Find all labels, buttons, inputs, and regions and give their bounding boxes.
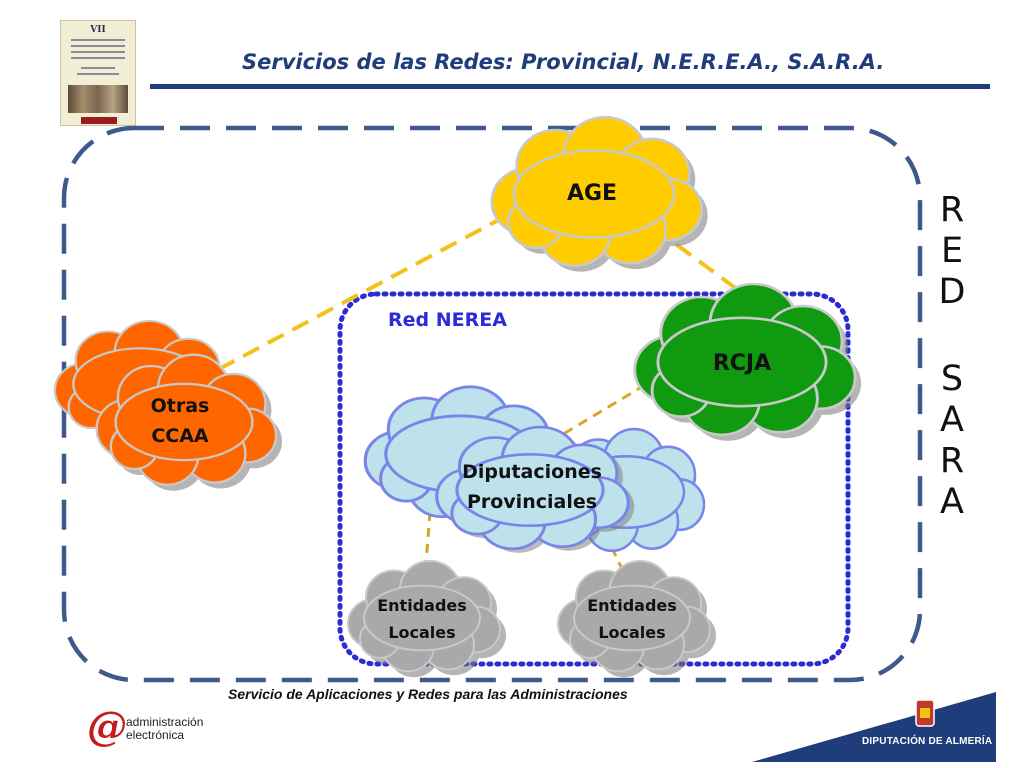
age-label: AGE xyxy=(567,181,617,206)
entidades-1-label-line2: Locales xyxy=(388,623,455,642)
side-letter: S xyxy=(940,359,964,399)
side-letter: E xyxy=(940,231,964,271)
logo-text-line1: administración xyxy=(126,715,204,729)
connector-age-otras xyxy=(205,214,507,378)
administracion-electronica-logo: @ administración electrónica xyxy=(86,706,246,762)
nerea-label: Red NEREA xyxy=(388,309,507,331)
side-letter: D xyxy=(938,272,966,312)
otras-ccaa-label-line1: Otras xyxy=(151,395,210,417)
side-letter: R xyxy=(939,190,965,230)
at-sign-icon: @ xyxy=(87,703,127,750)
sara-network-boundary xyxy=(61,125,923,683)
page-title: Servicios de las Redes: Provincial, N.E.… xyxy=(242,50,885,74)
cloud-age: AGE xyxy=(490,115,708,272)
cloud-entidades-locales-2: Entidades Locales xyxy=(557,560,716,678)
cloud-entidades-locales-1: Entidades Locales xyxy=(347,560,506,678)
entidades-2-label-line1: Entidades xyxy=(587,596,677,615)
rcja-label: RCJA xyxy=(713,351,771,376)
logo-text-line2: electrónica xyxy=(126,728,185,742)
cloud-diputaciones-provinciales: Diputaciones Provinciales xyxy=(363,385,706,553)
side-letter: R xyxy=(939,441,965,481)
otras-ccaa-label-line2: CCAA xyxy=(151,425,209,447)
conference-cover-thumbnail: VII xyxy=(60,20,136,126)
entidades-1-label-line1: Entidades xyxy=(377,596,467,615)
diputacion-almeria-label: DIPUTACIÓN DE ALMERÍA xyxy=(862,736,993,747)
footer-caption: Servicio de Aplicaciones y Redes para la… xyxy=(228,686,628,702)
diputacion-banner xyxy=(752,692,996,762)
side-letter: A xyxy=(940,482,964,522)
diputaciones-label-line1: Diputaciones xyxy=(462,461,602,483)
cloud-rcja: RCJA xyxy=(633,282,862,441)
entidades-2-label-line2: Locales xyxy=(598,623,665,642)
diputaciones-label-line2: Provinciales xyxy=(467,491,597,513)
cover-numeral: VII xyxy=(90,25,106,35)
title-underline xyxy=(150,84,990,89)
red-sara-vertical-label: R E D S A R A xyxy=(930,190,974,523)
nerea-network-boundary xyxy=(337,291,851,667)
side-letter: A xyxy=(940,400,964,440)
cloud-otras-ccaa: Otras CCAA xyxy=(53,319,283,491)
